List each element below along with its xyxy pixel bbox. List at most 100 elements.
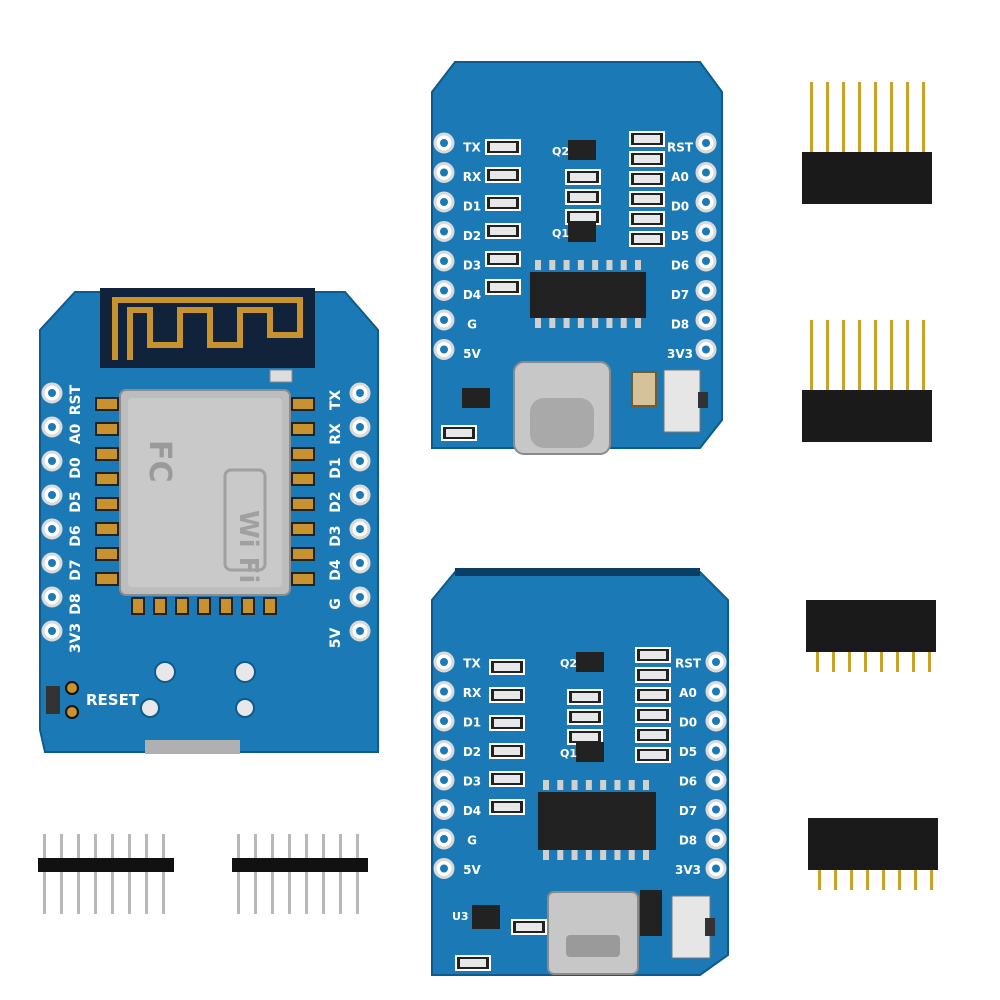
chip-leg (571, 850, 578, 860)
pin-label: D5 (679, 745, 697, 759)
chip-leg (606, 318, 613, 328)
pin-hole-center (440, 316, 448, 324)
pin-hole-center (440, 687, 448, 696)
pin-label: D2 (328, 491, 344, 512)
chip-leg (592, 318, 599, 328)
reset-pad (65, 681, 79, 695)
header-pin (322, 834, 325, 914)
header-pin (832, 652, 835, 672)
pin-holes (41, 382, 371, 642)
header-pin (43, 834, 46, 914)
chip-leg (563, 260, 570, 270)
wifi-mark: Wi Fi (233, 510, 263, 583)
pin-hole-center (356, 525, 364, 533)
resistor-body (640, 711, 666, 719)
pin-hole-center (356, 389, 364, 397)
pin-label: D7 (68, 559, 84, 580)
pin-label: D0 (68, 457, 84, 479)
header-pin (810, 320, 813, 390)
pin-hole-center (356, 593, 364, 601)
pin-hole-center (702, 316, 710, 324)
chip-leg (600, 850, 607, 860)
pin-hole-center (48, 423, 56, 431)
module-pad (95, 422, 119, 436)
header-pin (254, 834, 257, 914)
pin-label: 3V3 (667, 347, 693, 361)
pin-label: 3V3 (675, 863, 701, 877)
pin-label: TX (328, 390, 344, 411)
pin-label: RX (463, 170, 482, 184)
mount-hole (234, 661, 256, 683)
pin-hole-center (440, 139, 448, 147)
pin-hole-center (440, 227, 448, 236)
header-pin (842, 320, 845, 390)
pin-hole-center (702, 257, 710, 265)
pin-label: G (328, 598, 344, 610)
chip-leg (535, 260, 541, 270)
reset-button-knob (698, 392, 708, 408)
chip-leg (577, 318, 584, 328)
resistor-body (640, 731, 666, 739)
module-pad (291, 472, 315, 486)
resistor-body (640, 751, 666, 759)
transistor-q2 (576, 652, 604, 672)
module-pad (153, 597, 167, 615)
chip-leg (628, 780, 635, 790)
pin-label: D2 (463, 745, 481, 759)
header-pin (848, 652, 851, 672)
pin-label: D6 (679, 775, 697, 789)
pin-label: A0 (679, 686, 697, 700)
header-pin (912, 652, 915, 672)
pin-label: D3 (463, 775, 481, 789)
chip-leg (535, 318, 541, 328)
ch340-chip (538, 792, 656, 850)
module-pad (95, 522, 119, 536)
chip-leg (557, 850, 564, 860)
wifi-logo-box (223, 468, 267, 572)
chip-leg (543, 850, 549, 860)
mount-hole (235, 698, 255, 718)
pin-hole-center (440, 746, 448, 755)
header-pin (162, 834, 165, 914)
header-pin (906, 82, 909, 152)
header-pin (816, 652, 819, 672)
resistor-body (490, 199, 516, 207)
module-pad (95, 497, 119, 511)
resistor-body (494, 691, 520, 699)
pin-hole-center (48, 457, 56, 465)
pin-label: D4 (463, 288, 481, 302)
header-pin (145, 834, 148, 914)
chip-leg (635, 318, 641, 328)
resistor-body (516, 923, 542, 931)
pin-label: D3 (328, 525, 344, 546)
chip-legs (543, 780, 649, 860)
pin-headers (38, 82, 938, 914)
module-pad (291, 572, 315, 586)
resistor-body (634, 215, 660, 223)
pin-hole-center (702, 139, 710, 147)
chip-leg (643, 850, 649, 860)
pin-label: D0 (671, 200, 689, 214)
pin-hole-center (702, 286, 710, 295)
header-pin (288, 834, 291, 914)
chip-leg (585, 850, 592, 860)
q1-label: Q1 (560, 747, 577, 760)
resistor-body (494, 719, 520, 727)
pin-label: D8 (671, 318, 689, 332)
chip-leg (614, 780, 621, 790)
resistor-body (640, 651, 666, 659)
module-pad (241, 597, 255, 615)
micro-usb-port (547, 891, 639, 975)
chip-leg (549, 260, 556, 270)
chip-leg (585, 780, 592, 790)
header-pin (94, 834, 97, 914)
diode (640, 890, 662, 936)
pin-hole-center (48, 491, 56, 499)
resistor-body (446, 429, 472, 437)
header-pin (928, 652, 931, 672)
resistor-body (640, 691, 666, 699)
pin-hole-center (712, 805, 720, 814)
